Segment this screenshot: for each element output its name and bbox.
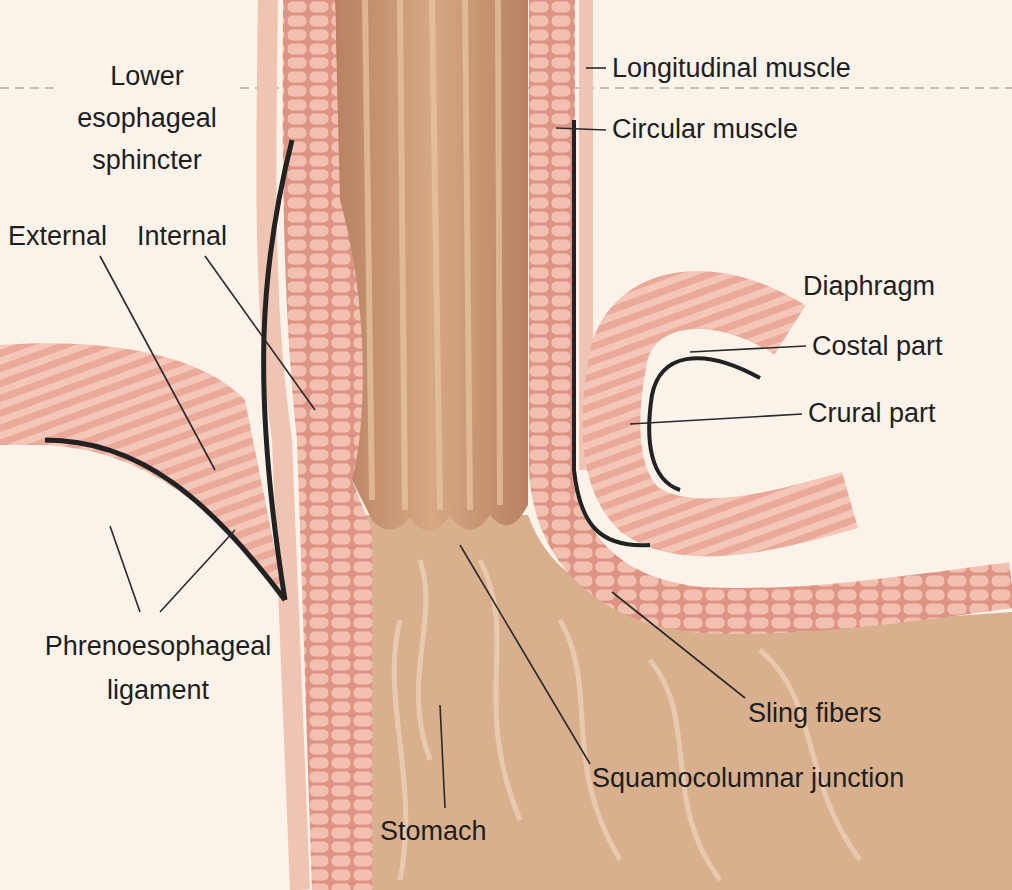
part-label: Circular muscle	[612, 113, 798, 145]
part-label: Sling fibers	[748, 697, 882, 729]
part-label: Internal	[137, 220, 227, 252]
part-label: Diaphragm	[803, 270, 935, 302]
part-label: Costal part	[812, 330, 943, 362]
part-label: Stomach	[380, 815, 487, 847]
part-label: External	[8, 220, 107, 252]
part-label: Longitudinal muscle	[612, 52, 851, 84]
part-label: Squamocolumnar junction	[592, 762, 904, 794]
part-label: Lower esophageal sphincter	[58, 55, 236, 181]
part-label: Crural part	[808, 397, 936, 429]
part-label: Phrenoesophageal ligament	[18, 624, 298, 712]
